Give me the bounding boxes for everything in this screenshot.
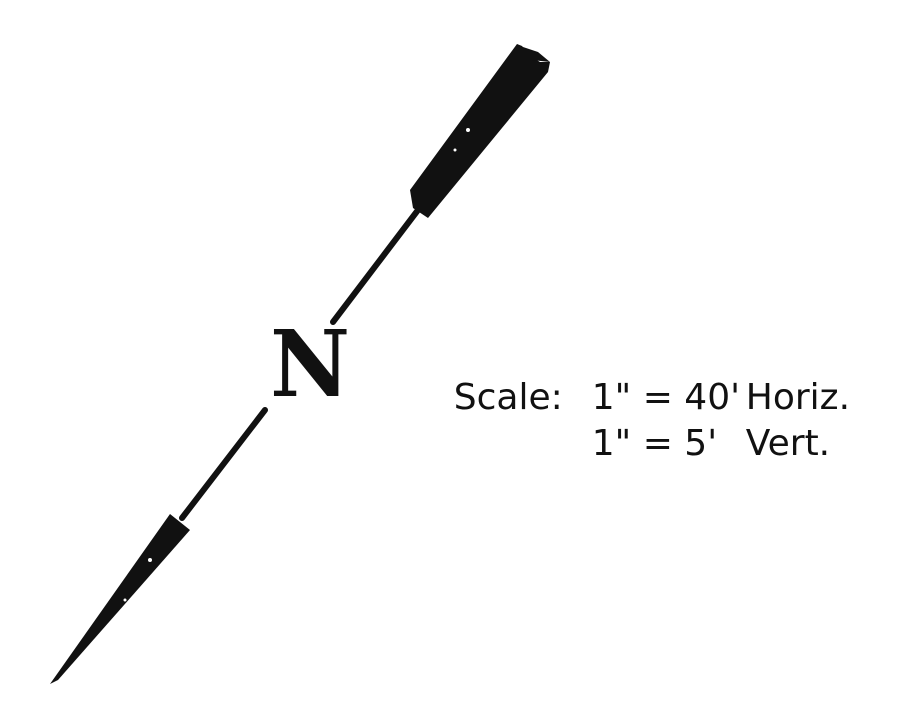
north-arrow-highlight xyxy=(123,598,127,602)
north-arrow-highlight xyxy=(453,148,457,152)
scale-row-horizontal: Scale: 1" = 40'Horiz. xyxy=(408,330,850,418)
north-arrow-tail-icon xyxy=(410,44,550,218)
north-label: N xyxy=(270,310,350,418)
scale-direction-vertical: Vert. xyxy=(745,423,831,464)
scale-ratio-horizontal: 1" = 40' xyxy=(591,377,740,418)
north-arrow-highlight xyxy=(148,558,152,562)
north-arrow-tail-notch xyxy=(520,46,550,62)
scale-legend: Scale: 1" = 40'Horiz. 1" = 5' Vert. xyxy=(408,330,850,464)
scale-direction-horizontal: Horiz. xyxy=(745,377,851,418)
north-arrow-shaft-lower xyxy=(179,407,268,521)
scale-label: Scale: xyxy=(453,377,563,418)
north-arrow-point-icon xyxy=(50,514,190,684)
scale-ratio-vertical: 1" = 5' xyxy=(591,423,718,464)
north-arrow-shaft-upper xyxy=(330,207,421,325)
scale-row-vertical: 1" = 5' Vert. xyxy=(408,376,850,464)
north-arrow-highlight xyxy=(466,128,470,132)
